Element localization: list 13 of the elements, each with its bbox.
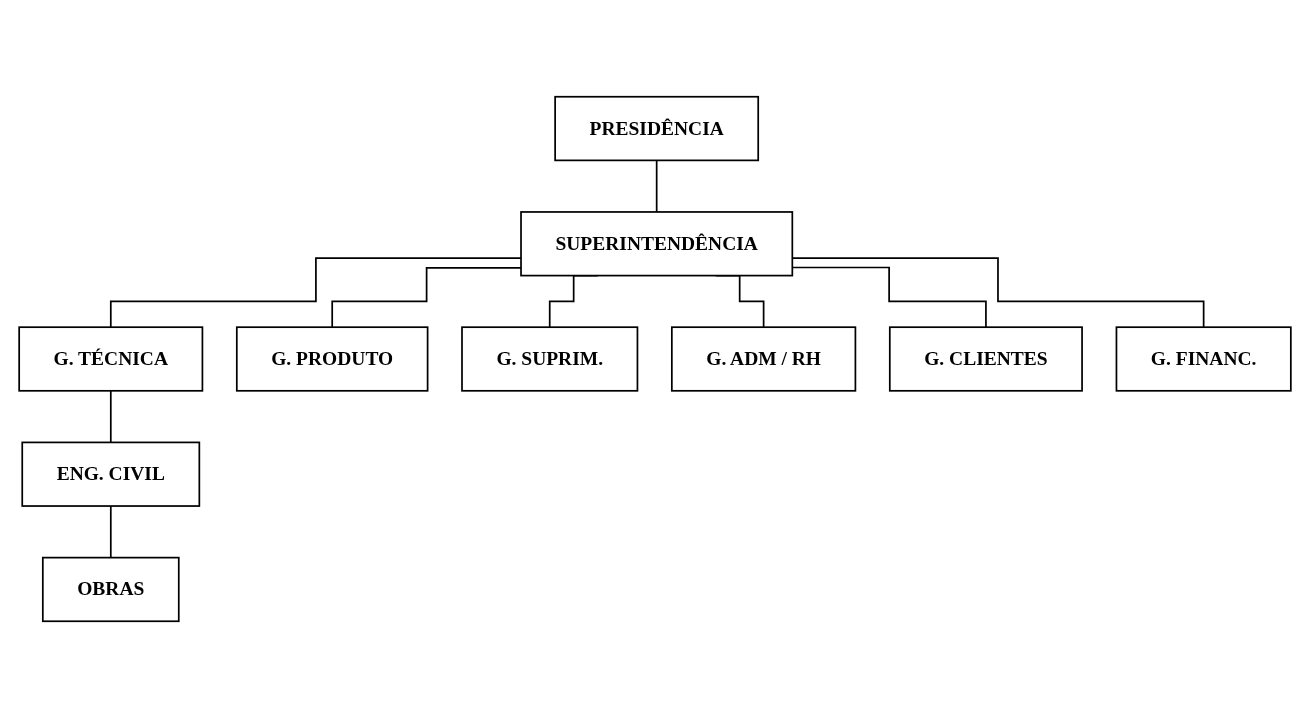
node-box: G. CLIENTES xyxy=(888,325,1083,392)
node-box: G. ADM / RH xyxy=(670,325,856,392)
connector xyxy=(109,389,112,443)
node-box: OBRAS xyxy=(41,556,180,622)
node-box: G. PRODUTO xyxy=(235,325,428,392)
connector xyxy=(655,159,658,213)
node-box: G. FINANC. xyxy=(1115,325,1292,392)
node-box: PRESIDÊNCIA xyxy=(553,95,759,161)
node-box: SUPERINTENDÊNCIA xyxy=(519,210,793,276)
node-box: G. TÉCNICA xyxy=(17,325,203,392)
node-box: G. SUPRIM. xyxy=(460,325,638,392)
connector xyxy=(109,504,112,558)
node-box: ENG. CIVIL xyxy=(20,441,200,507)
